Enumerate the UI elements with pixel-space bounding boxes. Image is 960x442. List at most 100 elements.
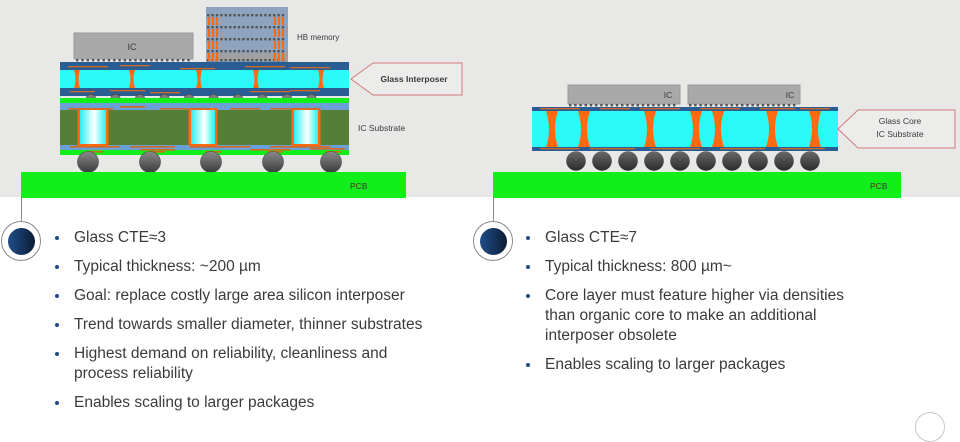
packaging-diagrams: IC HB memory IC Substrate: [21, 7, 956, 198]
tsv: [278, 53, 280, 61]
glass-core-substrate: [532, 107, 838, 151]
tsv: [212, 17, 214, 25]
microbump: [224, 59, 227, 62]
through-hole-fill: [294, 110, 318, 144]
tsv: [274, 29, 276, 37]
solder-ball: [696, 151, 716, 171]
microbump: [281, 38, 285, 41]
tsv: [278, 29, 280, 37]
core-trace: [600, 108, 630, 110]
ic-microbumps: [76, 59, 190, 62]
tsv: [278, 17, 280, 25]
tsv: [216, 29, 218, 37]
solder-ball: [800, 151, 820, 171]
microbump: [782, 104, 785, 107]
redistribution-trace: [250, 91, 290, 93]
core-trace: [540, 108, 580, 110]
microbump: [118, 59, 121, 62]
microbump: [767, 104, 770, 107]
microbump: [139, 59, 142, 62]
ic-label: IC: [128, 42, 138, 52]
microbump: [264, 50, 267, 53]
hb-memory-stack: HB memory: [206, 7, 339, 62]
core-trace: [760, 108, 795, 110]
substrate-trace: [130, 146, 175, 148]
microbump: [97, 59, 100, 62]
left-package-diagram: IC HB memory IC Substrate: [21, 7, 463, 198]
tsv: [216, 17, 218, 25]
redistribution-trace: [245, 66, 285, 68]
microbump: [251, 26, 254, 29]
timeline-connector-right: [493, 197, 494, 221]
core-trace: [700, 108, 740, 110]
tsv: [212, 53, 214, 61]
microbump: [102, 59, 105, 62]
microbump: [626, 104, 629, 107]
microbump: [595, 104, 598, 107]
glass-interposer-callout: Glass Interposer: [350, 62, 463, 96]
through-glass-via: [578, 111, 590, 147]
core-traces: [540, 108, 830, 150]
microbump: [255, 38, 258, 41]
microbump: [735, 104, 739, 107]
bullet-item: Glass CTE≈7: [524, 228, 864, 248]
microbump: [251, 14, 254, 17]
microbump: [81, 59, 84, 62]
microbump: [251, 50, 254, 53]
microbump: [224, 26, 227, 29]
microbump: [569, 104, 572, 107]
redistribution-trace: [150, 92, 180, 94]
microbump: [751, 104, 754, 107]
microbump: [166, 59, 169, 62]
microbump: [255, 26, 258, 29]
solder-ball: [670, 151, 690, 171]
microbump: [220, 50, 223, 53]
tsv: [282, 41, 284, 49]
microbump: [741, 104, 744, 107]
microbump: [211, 50, 214, 53]
solder-ball: [262, 151, 284, 173]
microbump: [259, 26, 263, 29]
microbump: [207, 50, 210, 53]
microbump: [647, 104, 650, 107]
microbump: [150, 59, 153, 62]
solder-ball: [722, 151, 742, 171]
glass-core-vias: [546, 111, 821, 147]
microbump: [621, 104, 624, 107]
microbump: [237, 14, 241, 17]
bullet-item: Typical thickness: ~200 µm: [53, 257, 433, 277]
ic-die-1: IC: [567, 84, 681, 105]
microbump: [264, 14, 267, 17]
microbump: [756, 104, 759, 107]
microbump: [242, 50, 245, 53]
core-trace: [800, 108, 830, 110]
tsv: [282, 17, 284, 25]
through-glass-via: [253, 70, 259, 88]
through-glass-via: [546, 111, 558, 147]
microbump: [259, 50, 263, 53]
microbump: [641, 104, 645, 107]
microbump: [207, 26, 210, 29]
tsv: [282, 29, 284, 37]
microbump: [772, 104, 775, 107]
microbump: [673, 104, 676, 107]
through-hole-fill: [80, 110, 106, 144]
substrate-trace: [230, 108, 260, 110]
node-dot-icon: [480, 228, 507, 255]
callout-line-2: IC Substrate: [876, 129, 924, 139]
pcb-label: PCB: [870, 181, 888, 191]
microbump: [615, 104, 619, 107]
microbump: [187, 59, 190, 62]
microbump: [229, 38, 232, 41]
microbump: [220, 26, 223, 29]
through-glass-via: [196, 70, 202, 88]
microbump: [242, 14, 245, 17]
glass-core-callout: Glass Core IC Substrate: [837, 109, 956, 149]
memory-die: [206, 41, 288, 49]
bga-balls: [77, 151, 342, 173]
microbump: [715, 104, 718, 107]
microbump: [76, 59, 79, 62]
substrate-through-holes: [77, 108, 321, 146]
microbump: [259, 38, 263, 41]
microbump: [268, 50, 271, 53]
